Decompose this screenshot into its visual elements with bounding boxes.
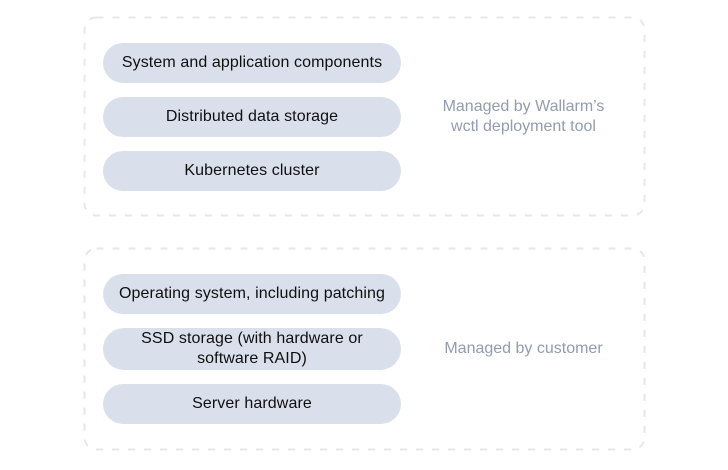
customer-managed-group: Operating system, including patching SSD… (83, 247, 646, 451)
component-pill-distributed-data-storage: Distributed data storage (103, 96, 401, 137)
customer-pill-stack: Operating system, including patching SSD… (103, 274, 401, 424)
customer-group-label: Managed by customer (444, 340, 603, 357)
component-pill-server-hardware: Server hardware (103, 384, 401, 424)
wallarm-label-area: Managed by Wallarm’s wctl deployment too… (401, 97, 646, 137)
component-pill-operating-system: Operating system, including patching (103, 274, 401, 314)
wallarm-managed-group: System and application components Distri… (83, 16, 646, 217)
customer-label-area: Managed by customer (401, 339, 646, 359)
wallarm-group-label: Managed by Wallarm’s wctl deployment too… (442, 97, 605, 135)
component-pill-system-and-application: System and application components (103, 42, 401, 83)
component-pill-kubernetes-cluster: Kubernetes cluster (103, 150, 401, 191)
wallarm-pill-stack: System and application components Distri… (103, 42, 401, 191)
component-pill-ssd-storage: SSD storage (with hardware or software R… (103, 328, 401, 370)
